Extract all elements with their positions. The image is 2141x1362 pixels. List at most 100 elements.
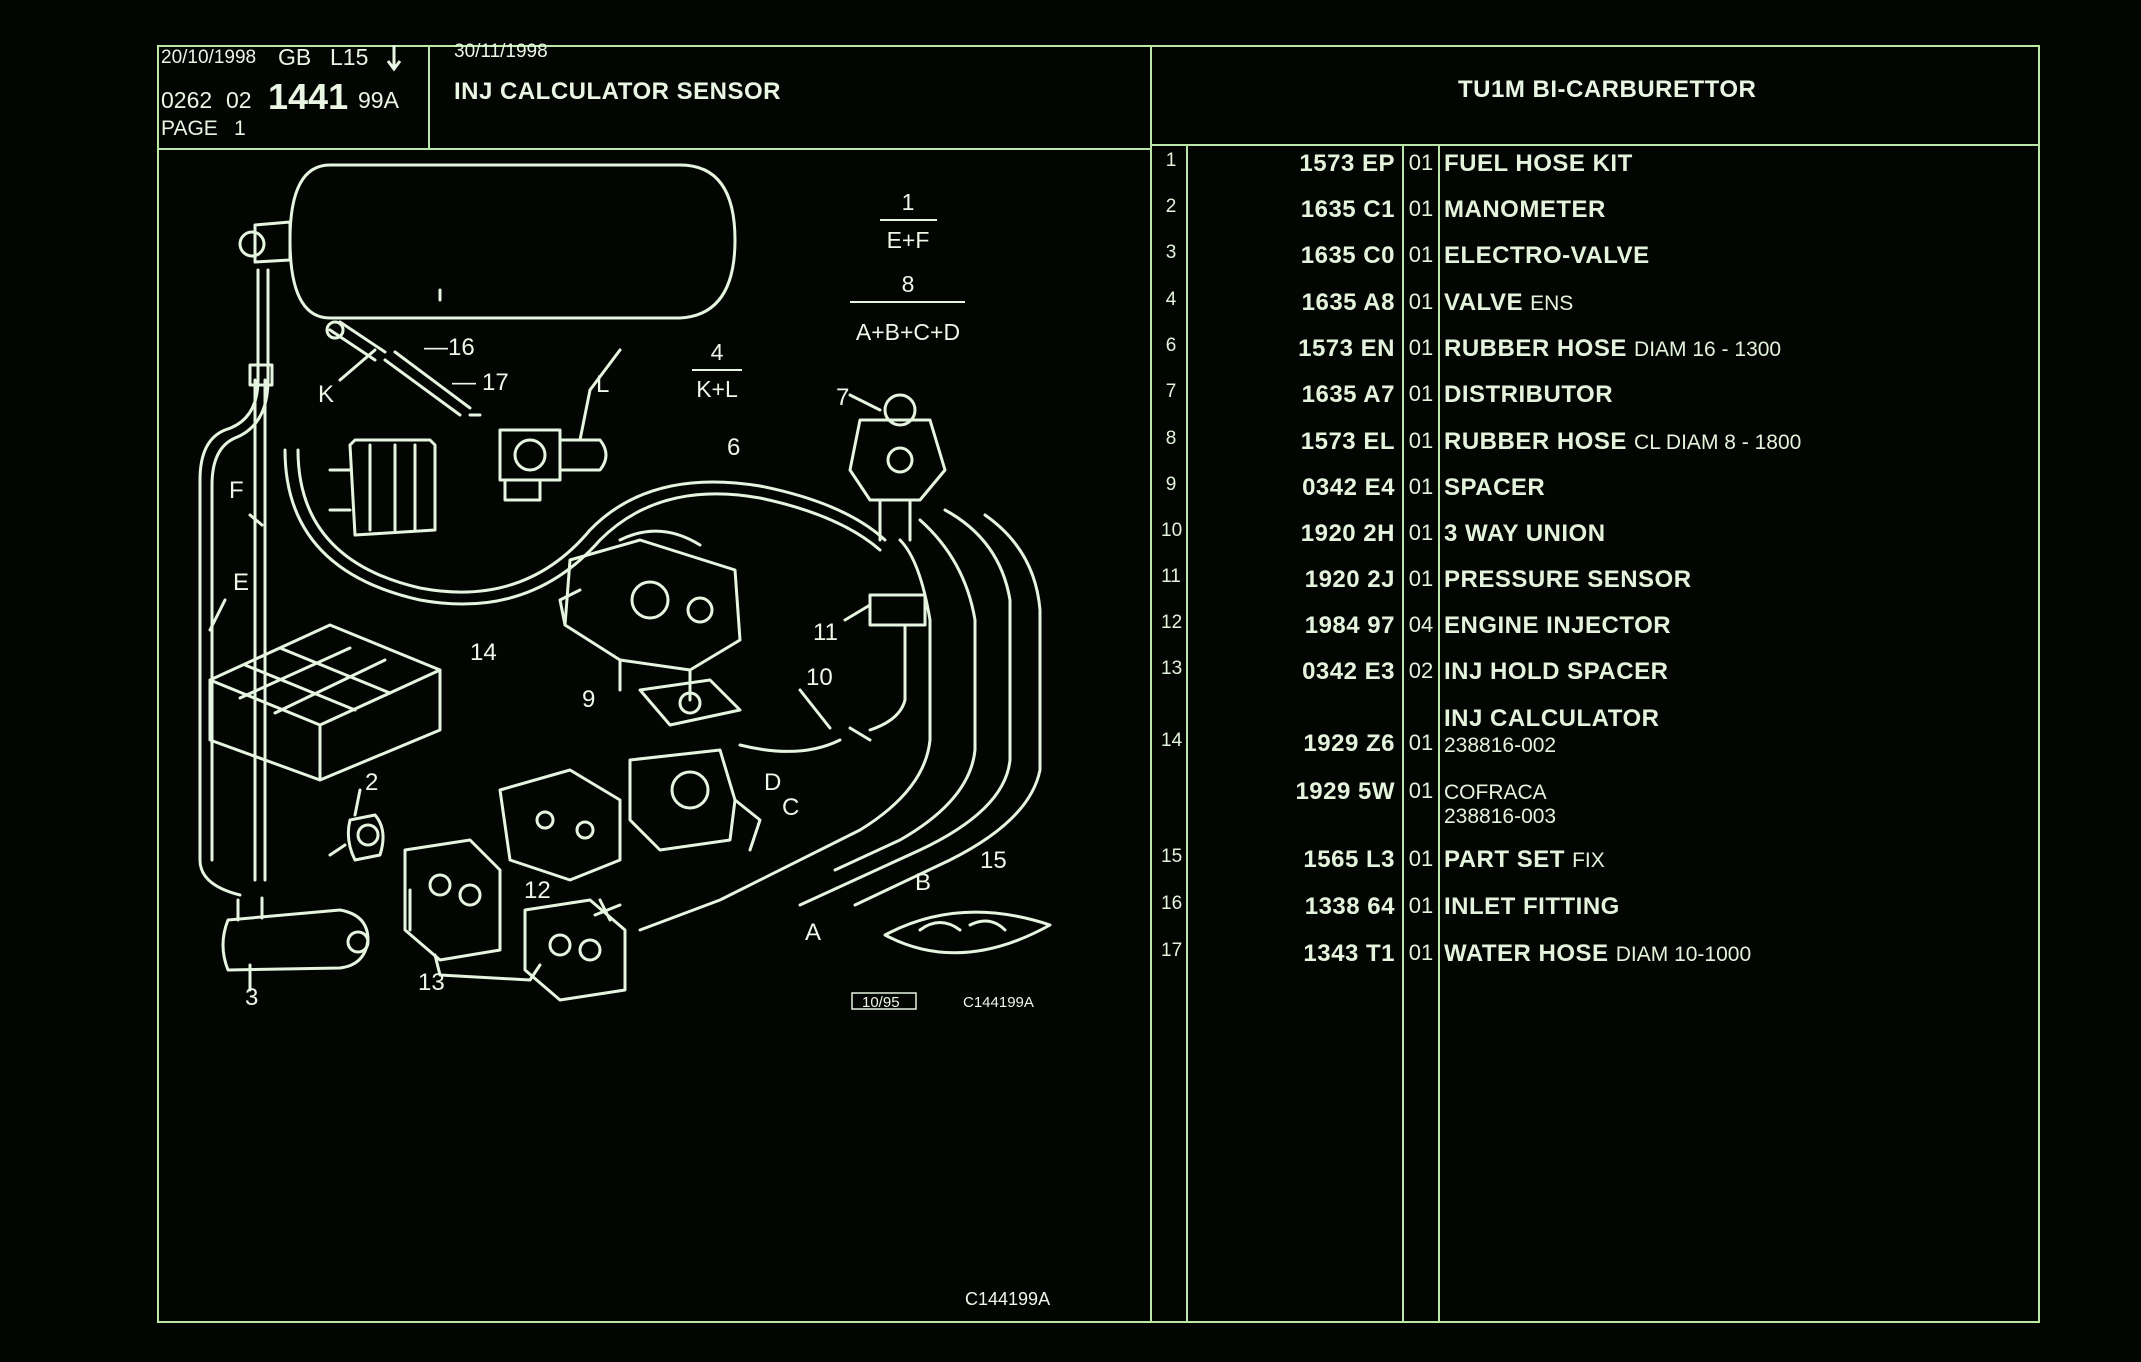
svg-text:A+B+C+D: A+B+C+D: [856, 319, 960, 345]
carburettor: [558, 529, 742, 702]
part-quantity: 01: [1408, 428, 1434, 453]
table-row[interactable]: 3 1635 C0 01 ELECTRO-VALVE: [0, 242, 2141, 286]
part-name: MANOMETER: [1444, 196, 1606, 223]
table-col-rule-2: [1402, 146, 1404, 1323]
svg-text:C: C: [782, 794, 799, 821]
part-reference: 1635 C1: [1300, 196, 1395, 223]
spacer-9: [638, 678, 742, 727]
table-row[interactable]: INJ CALCULATOR 14 1929 Z6 01 238816-002: [0, 705, 2141, 785]
manometer: [328, 813, 385, 862]
distributor-k: [328, 438, 437, 537]
part-name: RUBBER HOSE: [1444, 428, 1627, 455]
table-col-rule-1: [1186, 146, 1188, 1323]
svg-text:7: 7: [836, 384, 849, 411]
part-designation: RUBBER HOSE CL DIAM 8 - 1800: [1444, 428, 1801, 456]
inlet-manifold: [498, 748, 762, 882]
row-number: 11: [1161, 566, 1181, 587]
header-ref-b: 02: [226, 87, 252, 113]
part-detail: FIX: [1572, 849, 1605, 872]
svg-text:11: 11: [813, 619, 838, 646]
table-row[interactable]: 9 0342 E4 01 SPACER: [0, 474, 2141, 518]
table-row[interactable]: 6 1573 EN 01 RUBBER HOSE DIAM 16 - 1300: [0, 335, 2141, 379]
part-reference: 1929 5W: [1295, 778, 1395, 805]
part-name: ENGINE INJECTOR: [1444, 612, 1672, 639]
part-reference: 1573 EP: [1299, 150, 1395, 177]
svg-text:16: 16: [448, 334, 475, 361]
part-quantity: 01: [1408, 474, 1434, 499]
row-number: 3: [1165, 242, 1177, 263]
table-row[interactable]: 2 1635 C1 01 MANOMETER: [0, 196, 2141, 240]
table-row[interactable]: 10 1920 2H 01 3 WAY UNION: [0, 520, 2141, 564]
hose-e: [198, 268, 260, 897]
table-top-rule: [1150, 144, 2040, 146]
inj-calculator: [208, 623, 442, 782]
table-row[interactable]: 16 1338 64 01 INLET FITTING: [0, 893, 2141, 937]
table-row[interactable]: 15 1565 L3 01 PART SET FIX: [0, 846, 2141, 890]
row-number: 4: [1165, 289, 1177, 310]
part-quantity: 04: [1408, 612, 1434, 637]
page-title: INJ CALCULATOR SENSOR: [454, 78, 781, 105]
row-number: 10: [1161, 520, 1183, 541]
svg-text:D: D: [764, 769, 781, 796]
electro-valve: [221, 896, 370, 972]
svg-text:14: 14: [470, 639, 497, 666]
svg-text:12: 12: [524, 877, 551, 904]
panel-divider: [1150, 45, 1152, 1323]
table-row[interactable]: 17 1343 T1 01 WATER HOSE DIAM 10-1000: [0, 940, 2141, 984]
table-row[interactable]: 13 0342 E3 02 INJ HOLD SPACER: [0, 658, 2141, 702]
table-row[interactable]: 11 1920 2J 01 PRESSURE SENSOR: [0, 566, 2141, 610]
row-number: 13: [1161, 658, 1183, 679]
part-detail: ENS: [1530, 292, 1574, 315]
part-detail: 238816-002: [1444, 734, 1557, 757]
table-row[interactable]: 1929 5W 01 COFRACA 238816-003: [0, 778, 2141, 838]
row-number: 8: [1165, 428, 1177, 449]
part-quantity: 01: [1408, 242, 1434, 267]
table-row[interactable]: 8 1573 EL 01 RUBBER HOSE CL DIAM 8 - 180…: [0, 428, 2141, 472]
header-page-label: PAGE: [161, 117, 218, 140]
svg-text:9: 9: [582, 686, 595, 713]
svg-text:K: K: [318, 381, 334, 408]
row-number: 16: [1161, 893, 1183, 914]
svg-text:A: A: [805, 919, 821, 946]
part-designation: PART SET FIX: [1444, 846, 1605, 874]
part-designation: VALVE ENS: [1444, 289, 1573, 317]
hose-c: [798, 508, 1012, 907]
header-date: 20/10/1998: [161, 47, 257, 68]
part-reference: 1565 L3: [1303, 846, 1395, 873]
hose-b: [833, 518, 977, 872]
part-name: RUBBER HOSE: [1444, 335, 1627, 362]
svg-text:E+F: E+F: [887, 227, 930, 253]
inj-hold-spacer: [403, 838, 627, 1002]
vehicle-title: TU1M BI-CARBURETTOR: [1458, 76, 1757, 103]
part-designation: PRESSURE SENSOR: [1444, 566, 1692, 594]
part-name: 3 WAY UNION: [1444, 520, 1606, 547]
table-row[interactable]: 7 1635 A7 01 DISTRIBUTOR: [0, 381, 2141, 425]
table-row[interactable]: 12 1984 97 04 ENGINE INJECTOR: [0, 612, 2141, 656]
part-reference: 1573 EN: [1298, 335, 1395, 362]
header-ref-big: 1441: [268, 76, 349, 117]
row-number: 7: [1165, 381, 1177, 402]
row-number: 2: [1165, 196, 1177, 217]
part-reference: 1338 64: [1304, 893, 1395, 920]
part-designation: INJ HOLD SPACER: [1444, 658, 1668, 686]
part-name: ELECTRO-VALVE: [1444, 242, 1650, 269]
part-reference: 1929 Z6: [1303, 730, 1395, 757]
header-bottom-rule: [157, 148, 1150, 150]
header-page-number: 1: [234, 117, 246, 140]
part-quantity: 02: [1408, 658, 1434, 683]
part-name: INLET FITTING: [1444, 893, 1620, 920]
part-name: FUEL HOSE KIT: [1444, 150, 1633, 177]
part-designation: INLET FITTING: [1444, 893, 1620, 921]
arrow-down-icon: [386, 45, 402, 72]
header-ref-a: 0262: [161, 87, 213, 113]
part-quantity: 01: [1408, 289, 1434, 314]
part-quantity: 01: [1408, 566, 1434, 591]
table-row[interactable]: 4 1635 A8 01 VALVE ENS: [0, 289, 2141, 333]
part-detail: CL DIAM 8 - 1800: [1634, 431, 1802, 454]
row-number: 15: [1161, 846, 1183, 867]
part-designation: RUBBER HOSE DIAM 16 - 1300: [1444, 335, 1781, 363]
svg-text:1: 1: [902, 189, 915, 215]
table-row[interactable]: 1 1573 EP 01 FUEL HOSE KIT: [0, 150, 2141, 194]
